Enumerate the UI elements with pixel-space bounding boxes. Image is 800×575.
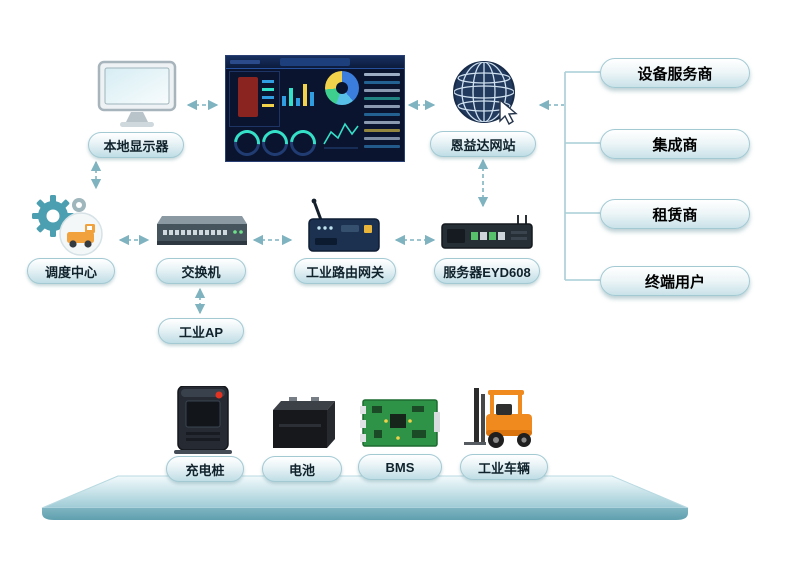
- stakeholder-integrator: 集成商: [600, 129, 750, 159]
- node-local-display: 本地显示器: [88, 132, 184, 158]
- node-switch: 交换机: [156, 258, 246, 284]
- battery-icon: [273, 397, 335, 448]
- node-label: BMS: [385, 459, 415, 475]
- dashboard-device-panel: [229, 71, 280, 127]
- node-label: 交换机: [181, 264, 221, 280]
- stakeholder-label: 租赁商: [652, 206, 698, 224]
- node-dispatch-center: 调度中心: [27, 258, 115, 284]
- globe-cursor-icon: [453, 61, 518, 126]
- node-industrial-vehicle: 工业车辆: [460, 454, 548, 480]
- dashboard-line-chart: [323, 122, 359, 149]
- dashboard-bar-chart: [282, 74, 322, 106]
- dashboard-table: [364, 73, 400, 153]
- node-server: 服务器EYD608: [434, 258, 540, 284]
- node-label: 工业车辆: [477, 460, 530, 476]
- dispatch-gears-icon: [32, 195, 103, 256]
- node-charging-pile: 充电桩: [166, 456, 244, 482]
- server-icon: [441, 215, 533, 249]
- monitor-icon: [97, 60, 177, 127]
- node-label: 工业AP: [178, 324, 224, 340]
- node-label: 恩益达网站: [450, 137, 516, 153]
- node-bms: BMS: [358, 454, 442, 480]
- dashboard-screenshot: [225, 55, 405, 162]
- stakeholder-label: 集成商: [652, 136, 698, 154]
- switch-icon: [157, 216, 247, 245]
- stakeholder-device-provider: 设备服务商: [600, 58, 750, 88]
- stakeholder-bracket: [564, 71, 600, 281]
- node-gateway: 工业路由网关: [294, 258, 396, 284]
- node-label: 工业路由网关: [305, 264, 384, 280]
- node-label: 服务器EYD608: [443, 264, 531, 280]
- bms-board-icon: [360, 399, 440, 447]
- dashboard-gauge-3: [284, 124, 322, 162]
- node-label: 电池: [288, 462, 315, 478]
- node-label: 调度中心: [44, 264, 97, 280]
- node-website: 恩益达网站: [430, 131, 536, 157]
- stakeholder-label: 设备服务商: [637, 65, 713, 83]
- charging-pile-icon: [174, 386, 232, 454]
- dashboard-topbar-left: [230, 60, 260, 64]
- dashboard-pie-chart: [325, 71, 359, 105]
- node-label: 本地显示器: [103, 138, 169, 154]
- router-icon: [308, 198, 380, 252]
- node-label: 充电桩: [185, 462, 225, 478]
- node-battery: 电池: [262, 456, 342, 482]
- forklift-icon: [464, 388, 532, 448]
- dashboard-gauge-1: [228, 124, 266, 162]
- dashboard-title-bar: [280, 58, 350, 66]
- dashboard-gauge-2: [256, 124, 294, 162]
- stakeholder-label: 终端用户: [644, 273, 705, 291]
- node-industrial-ap: 工业AP: [158, 318, 244, 344]
- stakeholder-end-user: 终端用户: [600, 266, 750, 296]
- stakeholder-leasing: 租赁商: [600, 199, 750, 229]
